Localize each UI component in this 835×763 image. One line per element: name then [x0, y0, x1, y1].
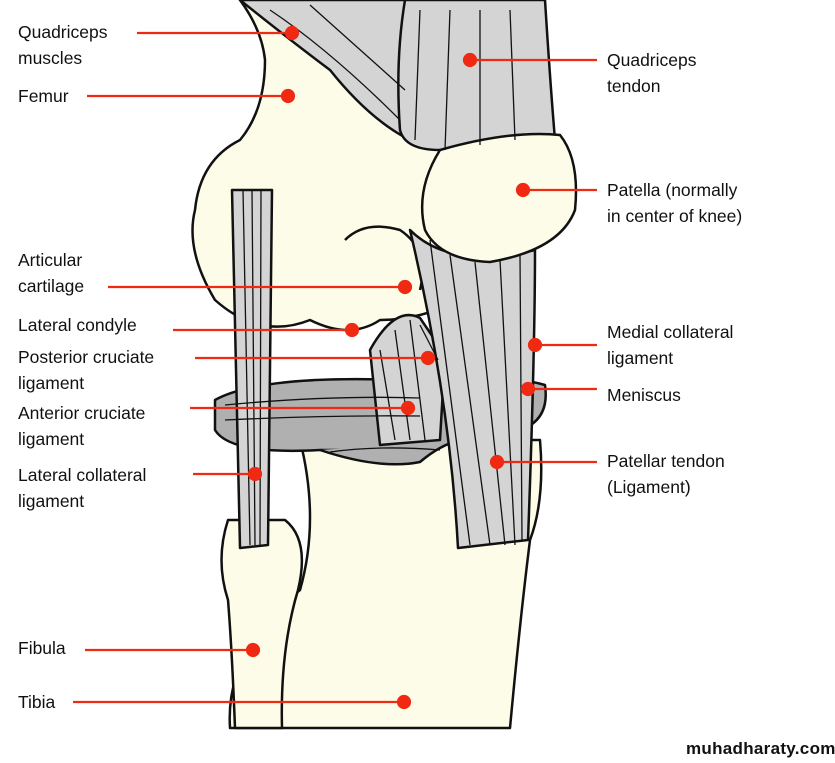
label-line: Meniscus [607, 385, 681, 405]
label-line: ligament [18, 491, 85, 511]
pointer-dot [489, 454, 505, 470]
label-lateral-collateral: Lateral collateral ligament [18, 462, 146, 514]
label-line: Quadriceps [18, 22, 108, 42]
label-line: Medial collateral [607, 322, 734, 342]
label-medial-collateral: Medial collateral ligament [607, 319, 733, 371]
label-quadriceps-tendon: Quadriceps tendon [607, 47, 697, 99]
label-line: Patellar tendon [607, 451, 725, 471]
label-lateral-condyle: Lateral condyle [18, 312, 137, 338]
label-posterior-cruciate: Posterior cruciate ligament [18, 344, 154, 396]
pointer-dot [527, 337, 543, 353]
label-meniscus: Meniscus [607, 382, 681, 408]
label-line: (Ligament) [607, 477, 691, 497]
pointer-dot [400, 400, 416, 416]
pointer-dot [515, 182, 531, 198]
pointer-dot [284, 25, 300, 41]
label-line: Femur [18, 86, 69, 106]
pointer-dot [344, 322, 360, 338]
label-line: Lateral condyle [18, 315, 137, 335]
label-line: muscles [18, 48, 83, 68]
label-line: cartilage [18, 276, 85, 296]
label-line: Tibia [18, 692, 56, 712]
label-patellar-tendon: Patellar tendon (Ligament) [607, 448, 725, 500]
pointer-dot [245, 642, 261, 658]
lateral-collateral-ligament-shape [230, 188, 274, 550]
pointer-dot [462, 52, 478, 68]
label-line: Posterior cruciate [18, 347, 155, 367]
label-line: tendon [607, 76, 661, 96]
label-line: in center of knee) [607, 206, 743, 226]
label-anterior-cruciate: Anterior cruciate ligament [18, 400, 145, 452]
label-articular-cartilage: Articular cartilage [18, 247, 84, 299]
leader-lines [73, 25, 597, 710]
label-line: Anterior cruciate [18, 403, 146, 423]
label-tibia: Tibia [18, 689, 55, 715]
label-line: ligament [18, 429, 85, 449]
pointer-dot [397, 279, 413, 295]
watermark: muhadharaty.com [686, 739, 835, 758]
label-line: Quadriceps [607, 50, 697, 70]
pointer-dot [280, 88, 296, 104]
label-line: ligament [18, 373, 85, 393]
pointer-dot [396, 694, 412, 710]
label-line: Lateral collateral [18, 465, 147, 485]
pointer-dot [247, 466, 263, 482]
label-line: ligament [607, 348, 674, 368]
label-patella: Patella (normally in center of knee) [607, 177, 742, 229]
pointer-dot [520, 381, 536, 397]
label-line: Articular [18, 250, 83, 270]
pointer-dot [420, 350, 436, 366]
label-line: Patella (normally [607, 180, 738, 200]
label-line: Fibula [18, 638, 66, 658]
fibula-bone [220, 518, 304, 730]
patella-bone [420, 132, 578, 264]
label-quadriceps-muscles: Quadriceps muscles [18, 19, 108, 71]
label-femur: Femur [18, 83, 69, 109]
quadriceps-tendon [397, 0, 557, 152]
label-fibula: Fibula [18, 635, 66, 661]
